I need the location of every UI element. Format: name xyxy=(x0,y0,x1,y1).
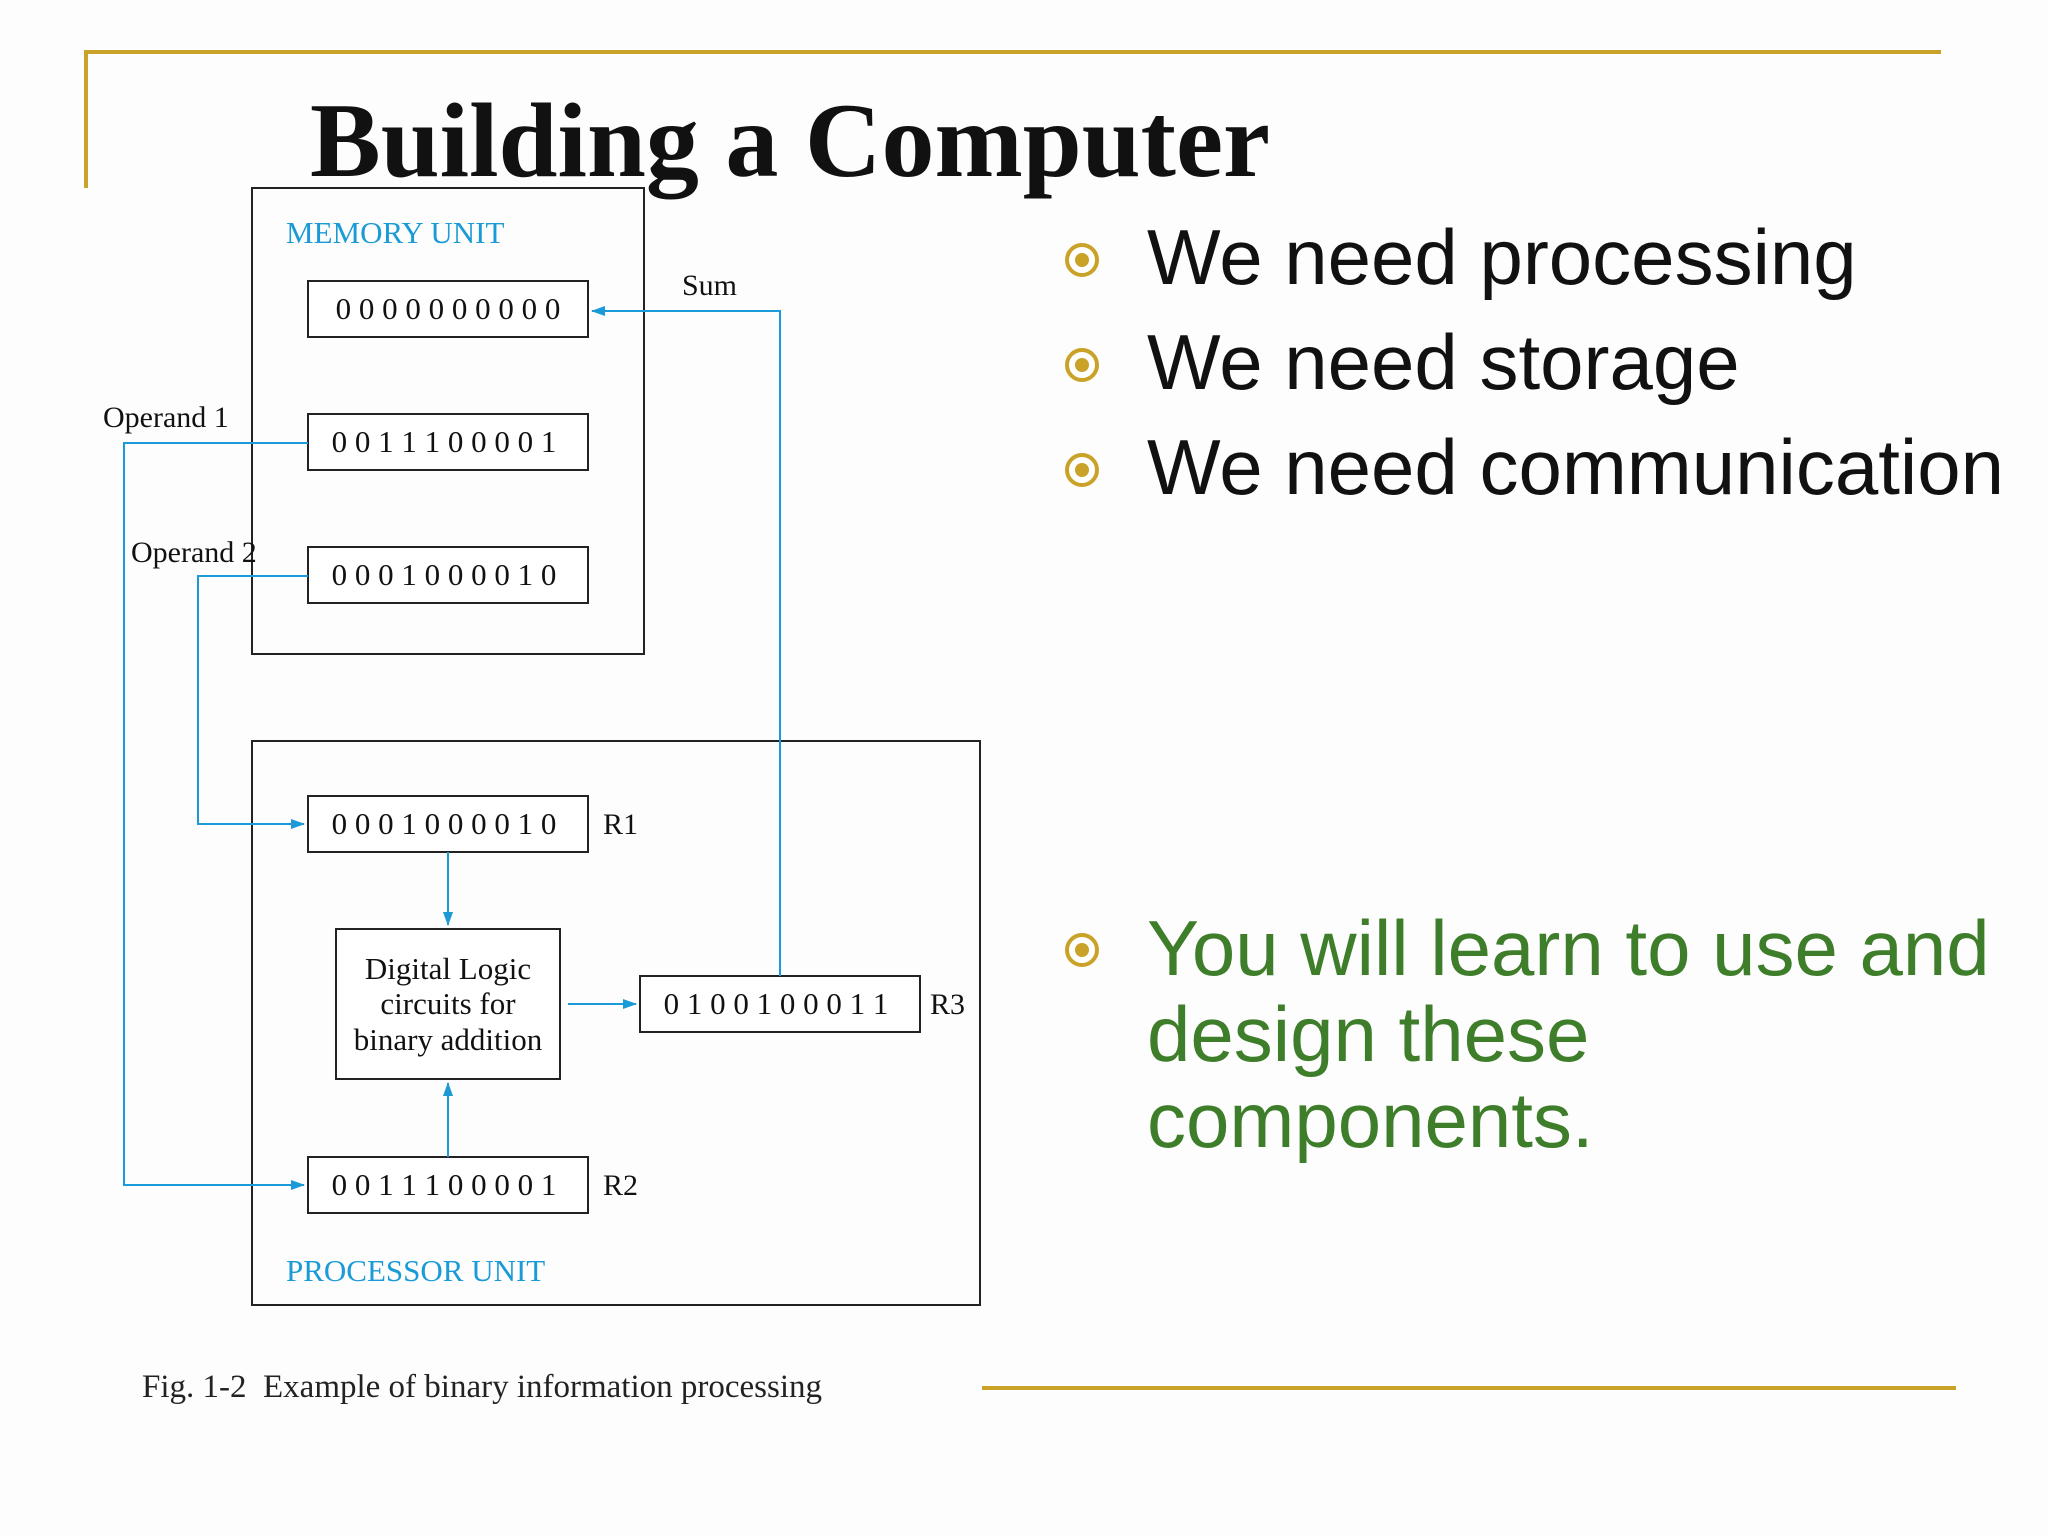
bullet-item-communication: We need communication xyxy=(1065,415,2045,520)
r2-value: 0 0 1 1 1 0 0 0 0 1 xyxy=(332,1167,557,1202)
processor-unit-box xyxy=(251,740,981,1306)
sum-label: Sum xyxy=(682,269,737,302)
operand1-label: Operand 1 xyxy=(103,401,229,434)
frame-top-rule xyxy=(84,50,1941,54)
sum-wire xyxy=(591,306,781,976)
r1-box xyxy=(307,795,589,853)
r3-box xyxy=(639,975,921,1033)
operand2-wire xyxy=(197,575,308,829)
bullet-dot-icon xyxy=(1065,348,1099,382)
bullet-text: We need processing xyxy=(1147,213,1857,301)
slide-title: Building a Computer xyxy=(310,82,1271,199)
memory-unit-label: MEMORY UNIT xyxy=(286,215,505,250)
bullet-text-highlight: You will learn to use and design these c… xyxy=(1147,904,1990,1164)
bullet-dot-icon xyxy=(1065,453,1099,487)
frame-bottom-rule xyxy=(982,1386,1956,1390)
bullet-list: We need processing We need storage We ne… xyxy=(1065,205,2045,1163)
memory-unit-box xyxy=(251,187,645,655)
r2-label: R2 xyxy=(603,1169,638,1202)
operand2-label: Operand 2 xyxy=(131,536,257,569)
logic-line-1: Digital Logic xyxy=(365,951,531,986)
r1-value: 0 0 0 1 0 0 0 0 1 0 xyxy=(332,806,557,841)
bullet-dot-icon xyxy=(1065,243,1099,277)
bullet-item-storage: We need storage xyxy=(1065,310,2045,415)
bullet-item-processing: We need processing xyxy=(1065,205,2045,310)
figure-caption: Fig. 1-2 Example of binary information p… xyxy=(142,1369,822,1405)
memory-word-1: 0 0 1 1 1 0 0 0 0 1 xyxy=(332,424,557,459)
processor-unit-label: PROCESSOR UNIT xyxy=(286,1253,545,1288)
memory-word-0: 0 0 0 0 0 0 0 0 0 0 xyxy=(336,291,561,326)
memory-word-0-box xyxy=(307,280,589,338)
memory-word-2: 0 0 0 1 0 0 0 0 1 0 xyxy=(332,557,557,592)
r1-label: R1 xyxy=(603,808,638,841)
frame-left-rule xyxy=(84,50,88,188)
logic-line-2: circuits for xyxy=(380,986,516,1021)
binary-processing-diagram: MEMORY UNIT 0 0 0 0 0 0 0 0 0 0 0 0 1 1 … xyxy=(103,187,981,1405)
bullet-item-learn: You will learn to use and design these c… xyxy=(1065,905,2045,1163)
logic-box xyxy=(335,928,561,1080)
r2-box xyxy=(307,1156,589,1214)
memory-word-2-box xyxy=(307,546,589,604)
operand1-wire xyxy=(123,442,308,1190)
logic-line-3: binary addition xyxy=(354,1022,543,1057)
bullet-text: We need storage xyxy=(1147,318,1740,406)
r3-value: 0 1 0 0 1 0 0 0 1 1 xyxy=(664,986,889,1021)
r3-label: R3 xyxy=(930,988,965,1021)
bullet-dot-icon xyxy=(1065,933,1099,967)
bullet-text: We need communication xyxy=(1147,423,2005,511)
